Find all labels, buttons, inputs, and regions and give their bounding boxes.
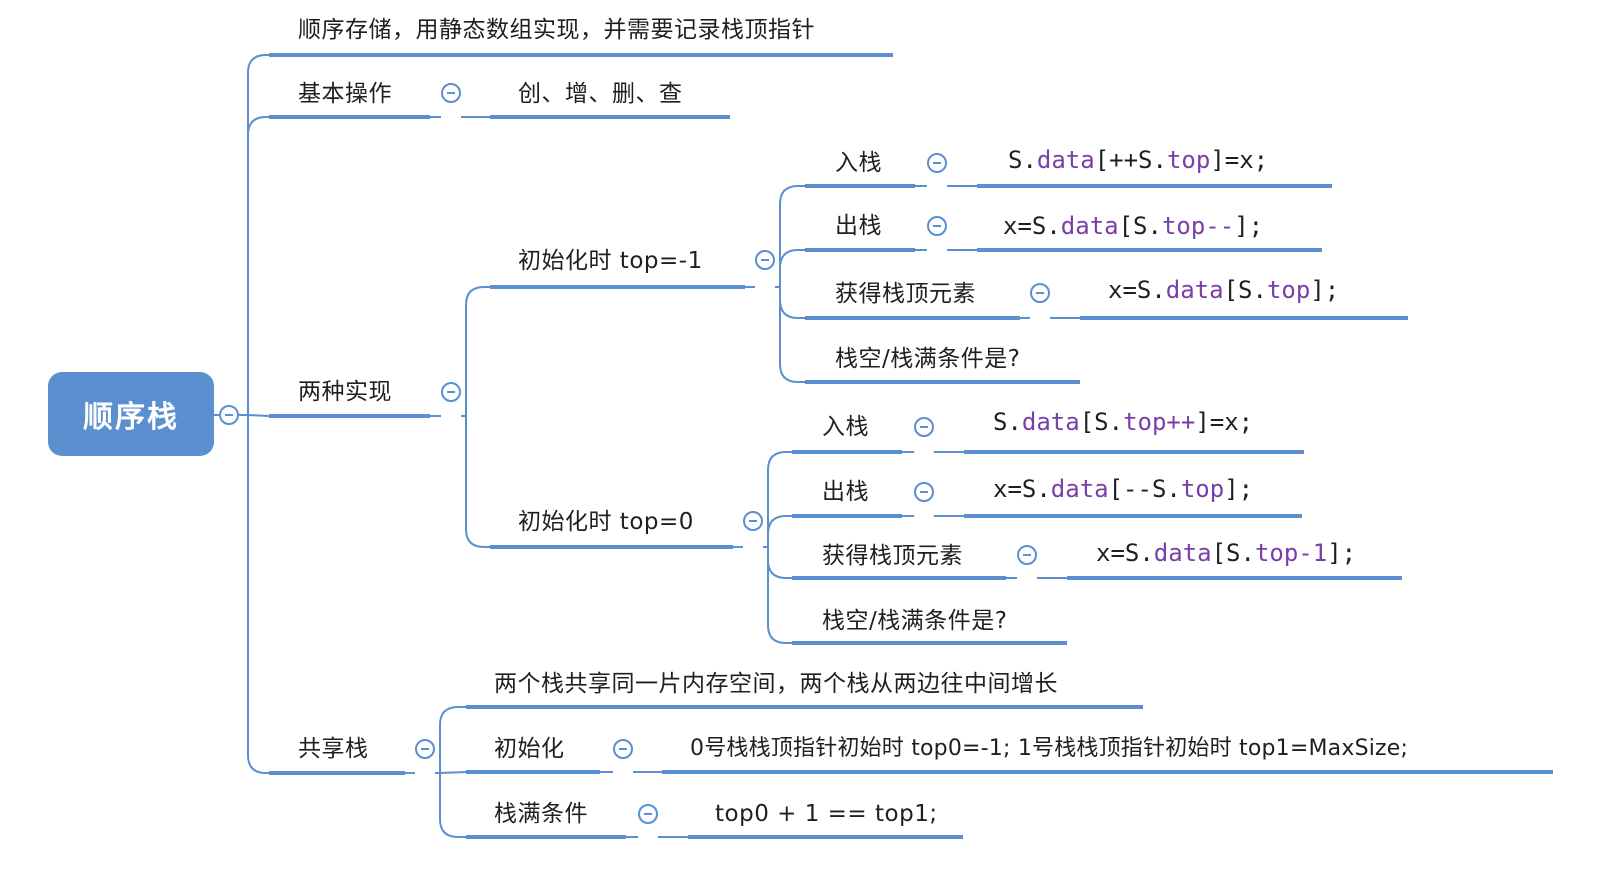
impl-b-collapse-icon[interactable] xyxy=(743,511,763,531)
fork-connector xyxy=(439,773,466,838)
fork-connector xyxy=(439,771,467,774)
basic-ops-node[interactable]: 基本操作 xyxy=(298,81,392,107)
impl-a-peek-node[interactable]: 获得栈顶元素 xyxy=(835,281,976,307)
root-label: 顺序栈 xyxy=(83,400,179,435)
impl-a-push-node[interactable]: 入栈 xyxy=(835,150,882,176)
impl-a-collapse-icon[interactable] xyxy=(755,250,775,270)
impl-b-push-collapse-icon[interactable] xyxy=(914,417,934,437)
shared-full-collapse-icon[interactable] xyxy=(638,804,658,824)
fork-connector xyxy=(779,185,805,287)
impl-a-peek-collapse-icon[interactable] xyxy=(1030,283,1050,303)
impl-a-push-collapse-icon[interactable] xyxy=(927,153,947,173)
impl-a-pop-node[interactable]: 出栈 xyxy=(835,213,882,239)
impl-b-pop-node[interactable]: 出栈 xyxy=(822,479,869,505)
fork-connector xyxy=(779,287,805,319)
desc-node[interactable]: 顺序存储，用静态数组实现，并需要记录栈顶指针 xyxy=(298,17,815,43)
fork-connector xyxy=(247,415,269,774)
impl-b-peek-collapse-icon[interactable] xyxy=(1017,545,1037,565)
shared-init-collapse-icon[interactable] xyxy=(613,739,633,759)
root-collapse-icon[interactable] xyxy=(219,405,239,425)
impl-a-pop-collapse-icon[interactable] xyxy=(927,216,947,236)
root-node[interactable]: 顺序栈 xyxy=(48,372,214,456)
fork-connector xyxy=(767,547,792,579)
two-impl-collapse-icon[interactable] xyxy=(441,382,461,402)
impl-a-node[interactable]: 初始化时 top=-1 xyxy=(518,248,703,274)
fork-connector xyxy=(767,547,792,644)
shared-desc-node[interactable]: 两个栈共享同一片内存空间，两个栈从两边往中间增长 xyxy=(494,671,1058,697)
fork-connector xyxy=(779,287,805,383)
shared-node[interactable]: 共享栈 xyxy=(298,736,369,762)
fork-connector xyxy=(465,416,490,548)
shared-full-detail[interactable]: top0 + 1 == top1; xyxy=(715,801,938,827)
impl-b-empty-full-node[interactable]: 栈空/栈满条件是? xyxy=(822,608,1008,634)
basic-ops-collapse-icon[interactable] xyxy=(441,83,461,103)
impl-a-push-code[interactable]: S.data[++S.top]=x; xyxy=(1008,146,1269,174)
shared-full-node[interactable]: 栈满条件 xyxy=(494,801,588,827)
impl-b-pop-code[interactable]: x=S.data[--S.top]; xyxy=(993,475,1254,503)
impl-a-pop-code[interactable]: x=S.data[S.top--]; xyxy=(1003,212,1264,240)
impl-b-push-node[interactable]: 入栈 xyxy=(822,414,869,440)
fork-connector xyxy=(767,451,792,547)
impl-b-push-code[interactable]: S.data[S.top++]=x; xyxy=(993,408,1254,436)
impl-a-empty-full-node[interactable]: 栈空/栈满条件是? xyxy=(835,346,1021,372)
impl-b-peek-node[interactable]: 获得栈顶元素 xyxy=(822,543,963,569)
shared-init-node[interactable]: 初始化 xyxy=(494,736,565,762)
impl-b-peek-code[interactable]: x=S.data[S.top-1]; xyxy=(1096,539,1357,567)
fork-connector xyxy=(247,414,270,417)
fork-connector xyxy=(247,54,269,415)
impl-b-node[interactable]: 初始化时 top=0 xyxy=(518,509,694,535)
shared-init-detail[interactable]: 0号栈栈顶指针初始时 top0=-1; 1号栈栈顶指针初始时 top1=MaxS… xyxy=(690,736,1409,761)
fork-connector xyxy=(465,286,490,416)
fork-connector xyxy=(247,116,269,415)
basic-ops-detail[interactable]: 创、增、删、查 xyxy=(518,81,683,107)
impl-a-peek-code[interactable]: x=S.data[S.top]; xyxy=(1108,276,1340,304)
fork-connector xyxy=(439,706,466,773)
fork-connector xyxy=(767,515,792,547)
shared-collapse-icon[interactable] xyxy=(415,739,435,759)
two-impl-node[interactable]: 两种实现 xyxy=(298,379,392,405)
impl-b-pop-collapse-icon[interactable] xyxy=(914,482,934,502)
fork-connector xyxy=(779,249,805,287)
